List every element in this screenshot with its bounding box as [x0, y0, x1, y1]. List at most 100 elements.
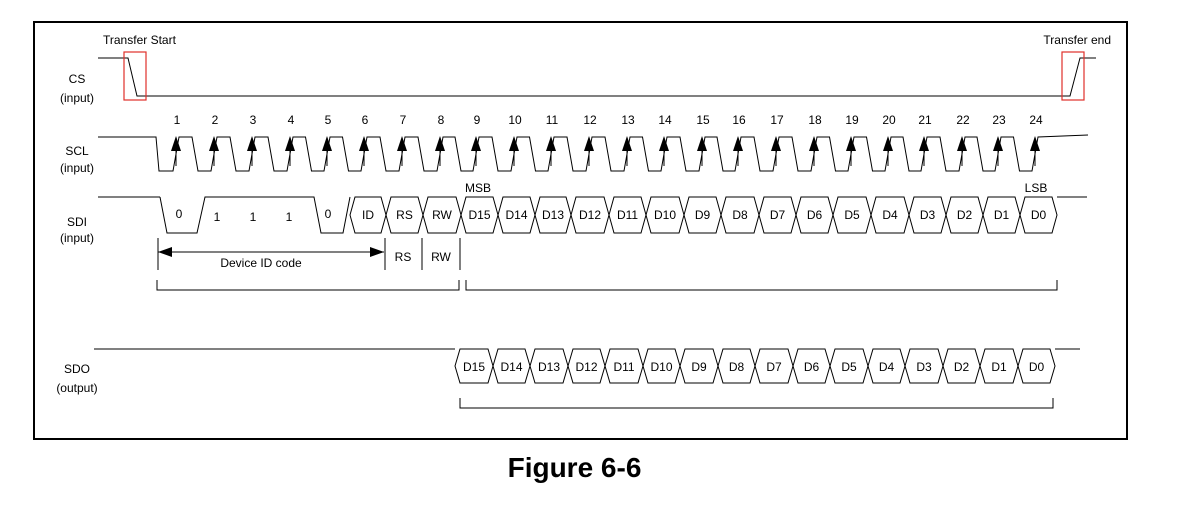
sdo-direction: (output): [56, 381, 97, 395]
clock-number: 12: [583, 113, 597, 127]
clock-number: 19: [845, 113, 859, 127]
sdi-bit-label: D0: [1031, 208, 1047, 222]
scl-edge-arrow-head: [397, 136, 407, 151]
sdi-bit-cell: [385, 196, 424, 234]
sdi-bit-cell: [908, 196, 947, 234]
sdi-bit-cell: [945, 196, 984, 234]
clock-number: 3: [250, 113, 257, 127]
rw-annotation: RW: [431, 250, 451, 264]
sdo-bit-label: D0: [1029, 360, 1045, 374]
clock-number: 2: [212, 113, 219, 127]
clock-number: 23: [992, 113, 1006, 127]
sdo-bit-label: D15: [463, 360, 485, 374]
sdi-bit-cell: [422, 196, 462, 234]
figure-caption: Figure 6-6: [507, 452, 642, 483]
sdi-bit-label: D9: [695, 208, 711, 222]
command-bracket: [156, 280, 460, 291]
sdi-bit-cell: [349, 196, 387, 234]
sdi-bit-label: ID: [362, 208, 374, 222]
scl-edge-arrow-head: [435, 136, 445, 151]
scl-edge-arrow-head: [733, 136, 743, 151]
sdi-bit-label: D14: [505, 208, 527, 222]
scl-edge-arrow-head: [471, 136, 481, 151]
device-id-arrow-left-head: [158, 247, 172, 257]
sdo-bit-label: D13: [538, 360, 560, 374]
sdi-bit-cell: [758, 196, 797, 234]
timing-diagram: Transfer Start Transfer end CS (input) S…: [33, 21, 1128, 440]
sdi-bit-label: D12: [579, 208, 601, 222]
clock-number: 16: [732, 113, 746, 127]
sdi-header-bit: 1: [286, 210, 293, 224]
sdi-header-bit: 0: [325, 207, 332, 221]
sdo-bit-label: D14: [500, 360, 522, 374]
sdo-bit-cell: [979, 348, 1019, 384]
scl-edge-arrow-head: [584, 136, 594, 151]
sdi-bit-label: D11: [617, 208, 638, 222]
clock-number: 1: [174, 113, 181, 127]
clock-number: 13: [621, 113, 635, 127]
clock-number: 18: [808, 113, 822, 127]
sdo-bit-label: D2: [954, 360, 970, 374]
sdo-bit-label: D9: [691, 360, 707, 374]
clock-number: 4: [288, 113, 295, 127]
sdo-bit-cell: [792, 348, 831, 384]
scl-edge-arrow-head: [322, 136, 332, 151]
sdo-bit-cell: [492, 348, 531, 384]
clock-number: 10: [508, 113, 522, 127]
sdo-bit-label: D12: [575, 360, 597, 374]
transfer-end-label: Transfer end: [1043, 33, 1111, 47]
sdi-bit-cell: [645, 196, 685, 234]
scl-clock-group: [171, 136, 1040, 166]
device-id-code-label: Device ID code: [220, 256, 302, 270]
rs-annotation: RS: [395, 250, 412, 264]
sdo-bit-cell: [904, 348, 944, 384]
clock-number: 8: [438, 113, 445, 127]
sdo-label: SDO: [64, 362, 90, 376]
scl-edge-arrow-head: [659, 136, 669, 151]
sdo-bit-label: D1: [991, 360, 1007, 374]
scl-direction: (input): [60, 161, 94, 175]
scl-edge-arrow-head: [1030, 136, 1040, 151]
sdi-bit-label: RW: [432, 208, 452, 222]
sdo-data-bracket: [459, 398, 1054, 409]
sdi-bit-cell: [534, 196, 572, 234]
scl-edge-arrow-head: [359, 136, 369, 151]
scl-edge-arrow-head: [957, 136, 967, 151]
clock-number: 14: [658, 113, 672, 127]
sdo-bit-cell: [529, 348, 569, 384]
transfer-start-label: Transfer Start: [103, 33, 177, 47]
sdi-bit-cell: [720, 196, 760, 234]
sdo-bit-label: D10: [650, 360, 672, 374]
sdi-bit-label: D6: [807, 208, 823, 222]
sdo-bit-label: D3: [916, 360, 932, 374]
sdo-bit-cell: [942, 348, 981, 384]
sdi-label: SDI: [67, 215, 87, 229]
scl-label: SCL: [65, 144, 89, 158]
scl-edge-arrow-head: [809, 136, 819, 151]
sdi-bit-label: D3: [920, 208, 936, 222]
diagram-frame: [33, 21, 1128, 440]
clock-number: 21: [918, 113, 932, 127]
scl-edge-arrow-head: [697, 136, 707, 151]
cs-label: CS: [69, 72, 86, 86]
cs-direction: (input): [60, 91, 94, 105]
clock-number: 5: [325, 113, 332, 127]
clock-number: 24: [1029, 113, 1043, 127]
sdo-bit-label: D6: [804, 360, 820, 374]
sdi-bit-label: D7: [770, 208, 786, 222]
clock-number: 11: [546, 113, 559, 127]
sdi-bit-label: D2: [957, 208, 973, 222]
sdi-bit-label: D15: [468, 208, 490, 222]
sdo-bit-cell: [604, 348, 644, 384]
sdi-data-bracket: [465, 280, 1058, 291]
sdi-bit-label: D5: [844, 208, 860, 222]
sdi-bit-label: D8: [732, 208, 748, 222]
sdo-bit-label: D7: [766, 360, 782, 374]
clock-number: 22: [956, 113, 970, 127]
sdi-device-id-bits: [159, 196, 351, 234]
sdo-bit-cell: [829, 348, 869, 384]
sdi-bit-label: D10: [654, 208, 676, 222]
scl-waveform: [98, 134, 1089, 172]
